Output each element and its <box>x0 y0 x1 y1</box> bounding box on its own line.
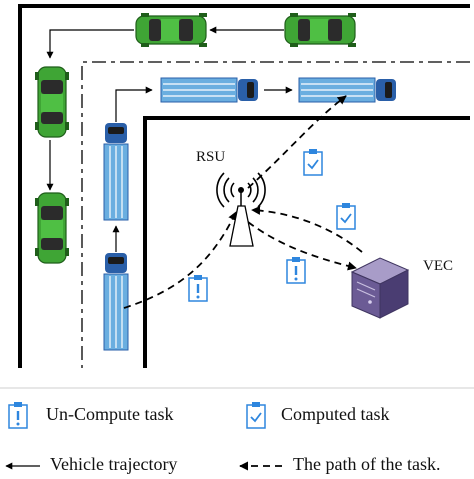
green-car-icon <box>34 66 70 138</box>
clipboard-exclamation-icon <box>285 255 307 285</box>
road-center-dashed-line <box>81 61 470 368</box>
legend-computed-task-label: Computed task <box>281 404 390 424</box>
blue-truck-icon <box>160 77 259 103</box>
blue-truck-icon <box>103 122 129 221</box>
task-path-truck-to-rsu <box>123 211 237 309</box>
rsu-label: RSU <box>196 149 226 165</box>
clipboard-exclamation-icon <box>187 273 209 303</box>
task-path-rsu-to-truck <box>247 95 347 189</box>
clipboard-check-icon <box>303 148 323 176</box>
clipboard-exclamation-icon <box>7 400 29 430</box>
trajectory-arrow-corner-truck <box>115 86 153 122</box>
legend-uncompute-task-label: Un-Compute task <box>46 404 174 424</box>
server-icon <box>350 257 410 319</box>
road-inner-boundary <box>143 116 470 368</box>
task-path-rsu-to-vec <box>247 221 357 271</box>
vec-label: VEC <box>423 258 453 274</box>
green-car-icon <box>284 12 357 48</box>
green-car-icon <box>135 12 208 48</box>
trajectory-arrow-corner-car <box>46 29 134 59</box>
legend-vehicle-trajectory-label: Vehicle trajectory <box>50 454 178 474</box>
task-path-vec-to-rsu <box>251 205 363 253</box>
clipboard-check-icon <box>336 202 356 230</box>
blue-truck-icon <box>103 252 129 351</box>
clipboard-check-icon <box>246 401 266 429</box>
road-outer-boundary <box>18 4 470 368</box>
antenna-tower-icon <box>216 172 266 247</box>
blue-truck-icon <box>298 77 397 103</box>
legend-task-path-label: The path of the task. <box>293 454 441 474</box>
green-car-icon <box>34 192 70 264</box>
